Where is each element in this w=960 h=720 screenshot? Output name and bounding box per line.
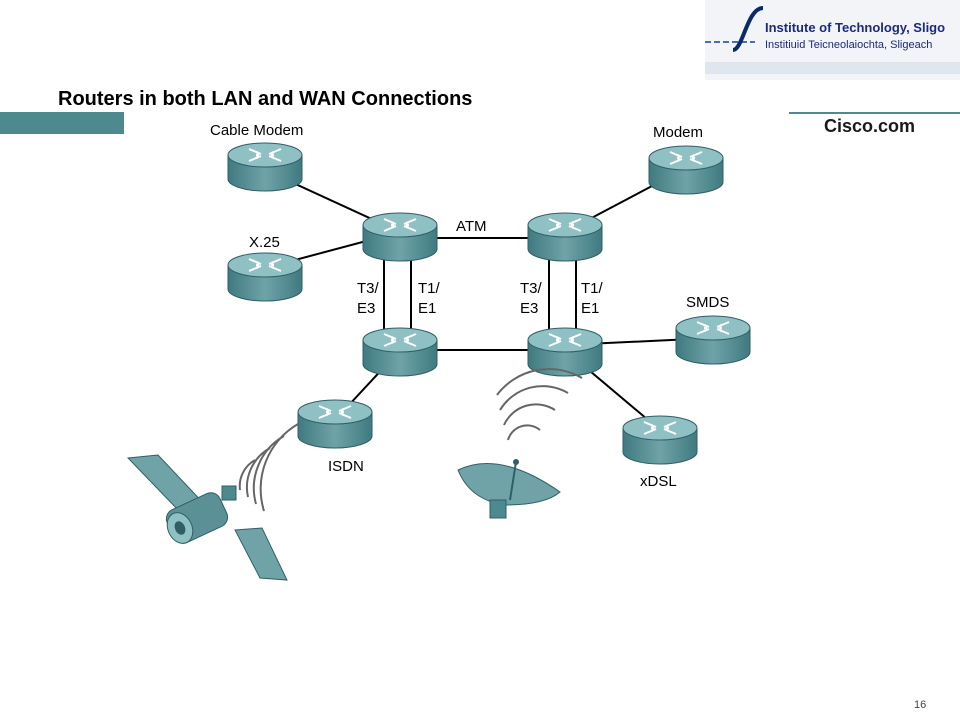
label-t1-left: T1/: [418, 280, 441, 297]
label-atm: ATM: [456, 218, 487, 235]
router-core-top-right-icon: [527, 212, 603, 262]
router-xdsl-icon: [622, 415, 698, 465]
satellite-icon: [126, 454, 288, 581]
label-smds: SMDS: [686, 294, 729, 311]
label-e3-left: E3: [357, 300, 375, 317]
page-title: Routers in both LAN and WAN Connections: [58, 88, 473, 110]
diagram-mask: [124, 106, 789, 140]
label-x25: X.25: [249, 234, 280, 251]
page-number: 16: [914, 699, 927, 711]
title-accent-bar: [0, 112, 124, 134]
satellite-dish-icon: [457, 459, 561, 519]
router-core-top-left-icon: [362, 212, 438, 262]
label-xdsl: xDSL: [640, 473, 677, 490]
label-t3-left: T3/: [357, 280, 380, 297]
logo-text-irish: Institiuid Teicneolaiochta, Sligeach: [765, 39, 933, 51]
label-t3-right: T3/: [520, 280, 543, 297]
label-e1-left: E1: [418, 300, 436, 317]
dish-signal-icon: [496, 368, 583, 441]
label-e3-right: E3: [520, 300, 538, 317]
cisco-brand-text: Cisco.com: [824, 116, 916, 136]
logo-text-english: Institute of Technology, Sligo: [765, 20, 946, 35]
router-smds-icon: [675, 315, 751, 365]
institute-logo: [705, 0, 960, 80]
logo-swoosh-icon: [705, 6, 960, 74]
wireless-signal-icon: [238, 423, 299, 512]
cisco-bar: [789, 112, 960, 139]
label-isdn: ISDN: [328, 458, 364, 475]
router-x25-icon: [227, 252, 303, 302]
label-cable-modem: Cable Modem: [210, 122, 303, 139]
router-modem-icon: [648, 145, 724, 195]
label-modem: Modem: [653, 124, 703, 141]
label-e1-right: E1: [581, 300, 599, 317]
router-cable-modem-icon: [227, 142, 303, 192]
links: [264, 167, 714, 431]
label-t1-right: T1/: [581, 280, 604, 297]
router-isdn-icon: [297, 399, 373, 449]
router-core-bottom-left-icon: [362, 327, 438, 377]
